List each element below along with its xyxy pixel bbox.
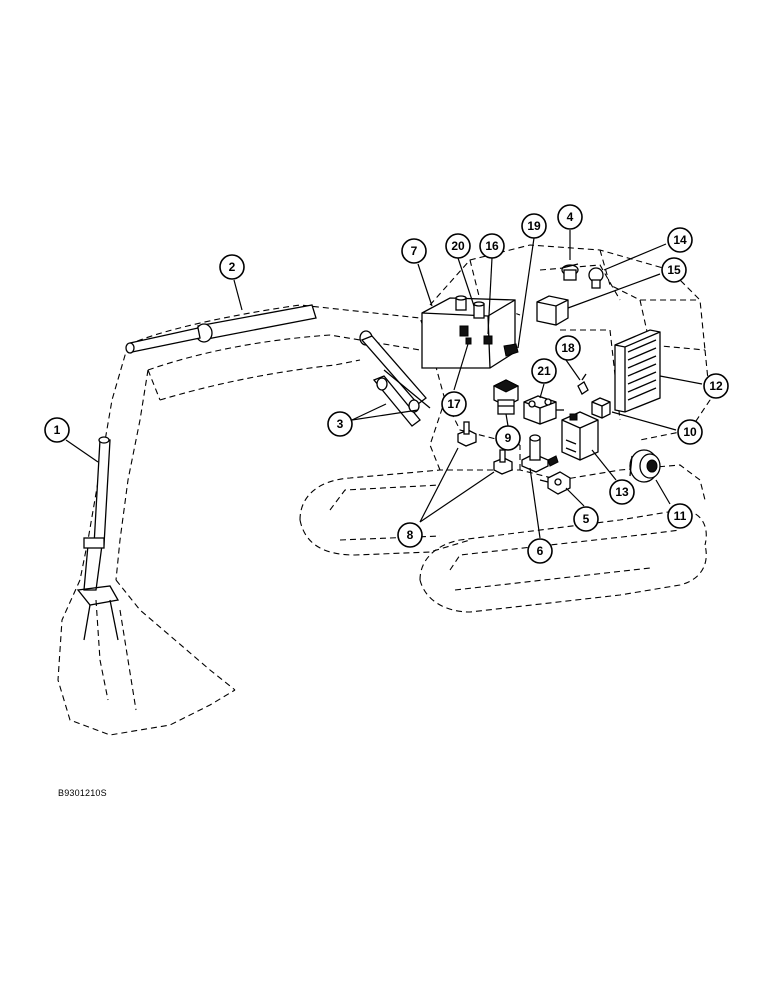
callout-label: 15 [667, 263, 681, 277]
callout-label: 8 [407, 528, 414, 542]
boom-cylinder [125, 304, 317, 354]
callout-label: 12 [709, 379, 723, 393]
callout-label: 19 [527, 219, 541, 233]
callout-9: 9 [495, 425, 521, 451]
control-valve-block [421, 295, 519, 369]
callout-label: 21 [537, 364, 551, 378]
callout-18: 18 [555, 335, 581, 361]
temperature-sender [521, 434, 559, 473]
callout-12: 12 [703, 373, 729, 399]
callout-17: 17 [441, 391, 467, 417]
solenoid-valve [561, 263, 579, 281]
figure-id-label: B9301210S [58, 788, 107, 798]
callout-11: 11 [667, 503, 693, 529]
callout-4: 4 [557, 204, 583, 230]
callout-3: 3 [327, 411, 353, 437]
callout-label: 18 [561, 341, 575, 355]
callout-label: 1 [54, 423, 61, 437]
controller-module [614, 329, 661, 413]
components [76, 263, 661, 641]
arm-cylinder [76, 436, 120, 641]
callout-21: 21 [531, 358, 557, 384]
callout-label: 7 [411, 244, 418, 258]
horn [629, 449, 661, 483]
callout-20: 20 [445, 233, 471, 259]
callout-2: 2 [219, 254, 245, 280]
callout-16: 16 [479, 233, 505, 259]
callout-label: 14 [673, 233, 687, 247]
callout-label: 20 [451, 239, 465, 253]
callout-label: 11 [674, 509, 687, 523]
callout-label: 10 [683, 425, 697, 439]
boom-lift-cylinders [359, 330, 431, 427]
callout-label: 6 [537, 544, 544, 558]
level-sensor [539, 471, 571, 495]
toggle-switches [457, 421, 513, 475]
callout-6: 6 [527, 538, 553, 564]
callout-15: 15 [661, 257, 687, 283]
leader-lines [65, 230, 703, 539]
callout-1: 1 [44, 417, 70, 443]
callout-13: 13 [609, 479, 635, 505]
callout-label: 3 [337, 417, 344, 431]
callout-label: 17 [447, 397, 461, 411]
pressure-switch [492, 379, 520, 415]
callout-14: 14 [667, 227, 693, 253]
callout-label: 2 [229, 260, 236, 274]
callout-19: 19 [521, 213, 547, 239]
callout-label: 4 [567, 210, 574, 224]
callout-label: 5 [583, 512, 590, 526]
callout-label: 16 [485, 239, 499, 253]
fuse [577, 373, 589, 395]
small-relay [591, 397, 611, 419]
callout-7: 7 [401, 238, 427, 264]
callout-label: 13 [615, 485, 629, 499]
lamp-bulb [588, 267, 604, 289]
callout-10: 10 [677, 419, 703, 445]
rocker-switch [561, 411, 599, 461]
machine-outline [57, 244, 711, 736]
callout-8: 8 [397, 522, 423, 548]
diverter-valve [523, 395, 564, 425]
callout-label: 9 [505, 431, 512, 445]
callout-5: 5 [573, 506, 599, 532]
relay [536, 295, 569, 326]
